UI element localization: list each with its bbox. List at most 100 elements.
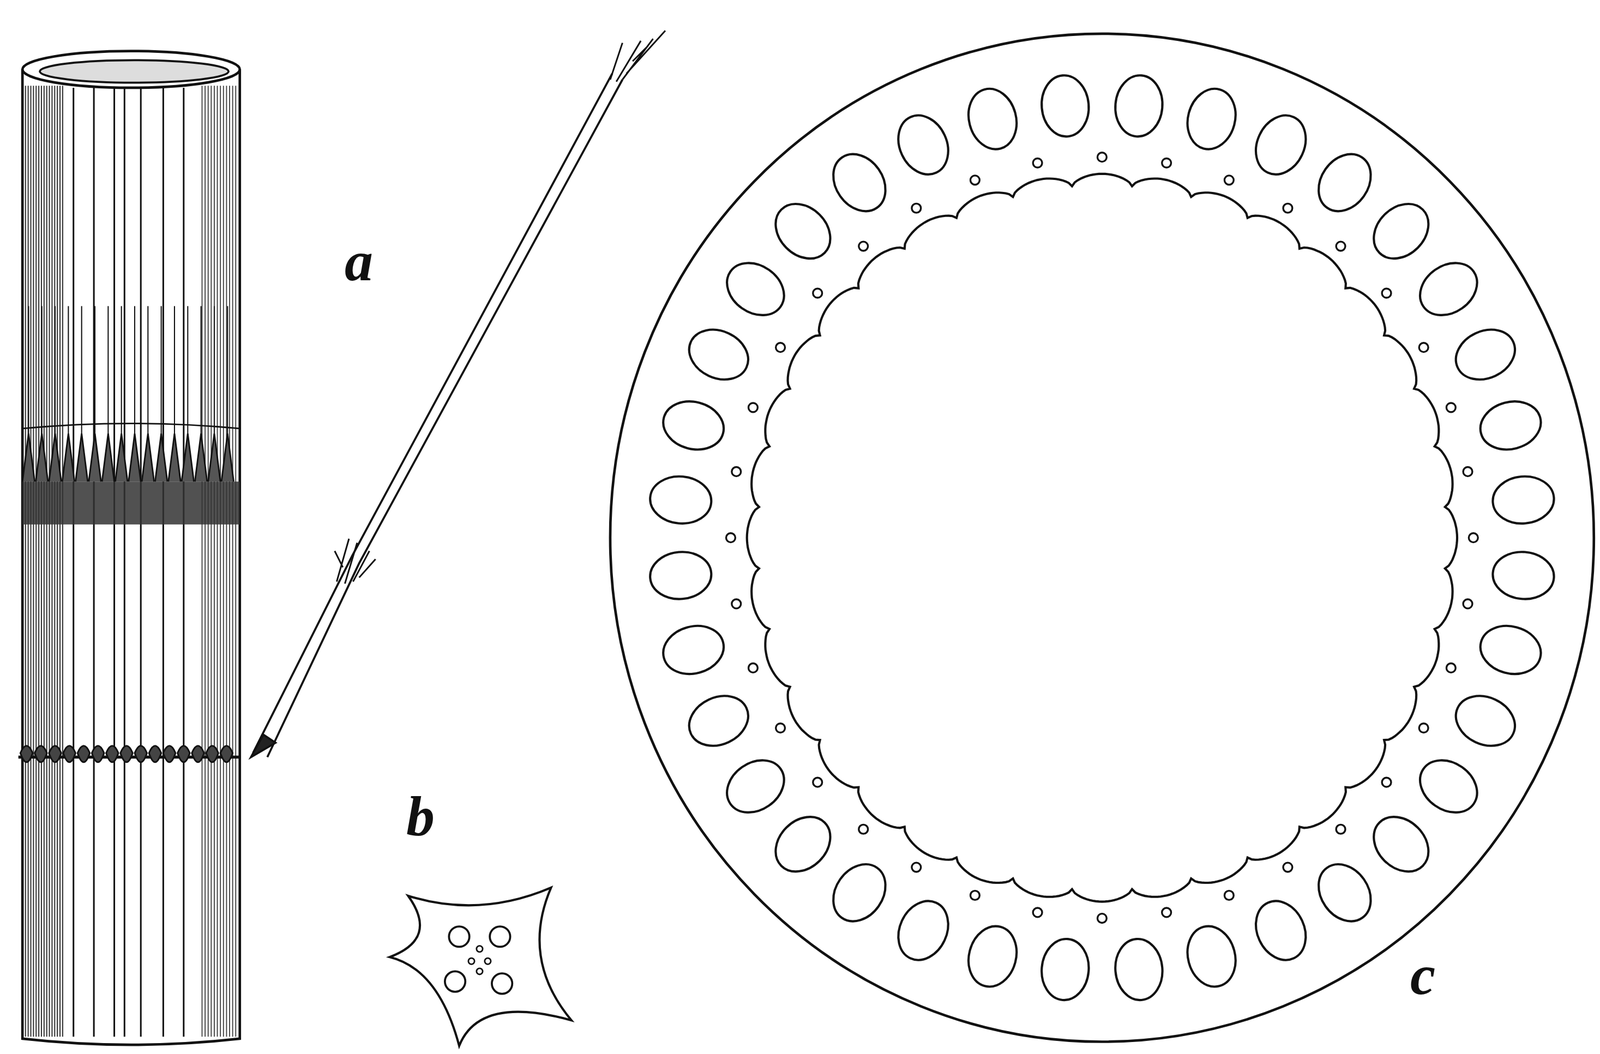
canal bbox=[448, 926, 469, 947]
carinal-canal bbox=[731, 466, 742, 477]
hatch-line bbox=[219, 85, 221, 1037]
tooth-line bbox=[41, 305, 43, 439]
carinal-canal bbox=[1032, 907, 1043, 918]
carinal-canal bbox=[911, 203, 922, 213]
tooth-line bbox=[200, 305, 202, 439]
tooth-line bbox=[147, 305, 149, 439]
vallecular-canal bbox=[648, 473, 714, 527]
sheath-tooth bbox=[128, 433, 141, 482]
hatch-line bbox=[38, 85, 40, 1037]
node-bead bbox=[148, 746, 161, 763]
hatch-line bbox=[213, 85, 215, 1037]
carinal-canal bbox=[1418, 343, 1429, 353]
tooth-line bbox=[173, 305, 176, 439]
carinal-canal bbox=[813, 777, 823, 787]
vallecular-canal bbox=[1475, 619, 1547, 681]
carinal-canal bbox=[1381, 777, 1392, 787]
vallecular-canal bbox=[822, 143, 896, 221]
bundle-dot bbox=[476, 946, 483, 953]
branch-base bbox=[250, 734, 276, 757]
hatch-line bbox=[27, 85, 29, 1037]
vallecular-canal bbox=[1246, 107, 1315, 183]
hatch-line bbox=[40, 85, 42, 1037]
hatch-line bbox=[25, 85, 27, 1037]
vallecular-canal bbox=[1113, 73, 1166, 139]
carinal-canal bbox=[776, 343, 786, 353]
branch-drawing bbox=[250, 30, 666, 757]
rib-line bbox=[113, 87, 116, 1037]
stem-top bbox=[22, 51, 240, 88]
hatch-line bbox=[217, 85, 219, 1037]
node-bead bbox=[34, 746, 47, 763]
stem-outline bbox=[22, 69, 240, 1045]
bundle-dot bbox=[468, 958, 475, 965]
vallecular-canal bbox=[657, 619, 730, 681]
sheath-tooth bbox=[181, 433, 194, 482]
vallecular-canal bbox=[1410, 252, 1488, 327]
node-bead bbox=[220, 746, 233, 763]
tooth-line bbox=[107, 305, 109, 439]
node-bead bbox=[134, 746, 147, 763]
sheath-tooth bbox=[115, 433, 128, 482]
sheath-tooth bbox=[49, 433, 62, 482]
branch-tip bbox=[610, 30, 666, 82]
figure-letter: c bbox=[1410, 946, 1436, 1004]
sheath-tooth bbox=[75, 433, 88, 482]
tooth-line bbox=[94, 305, 96, 439]
carinal-canal bbox=[970, 891, 980, 901]
carinal-canal bbox=[1283, 862, 1293, 872]
node-bead bbox=[63, 746, 76, 763]
node-bead bbox=[49, 746, 62, 763]
sheath-tooth bbox=[62, 433, 75, 482]
vallecular-canal bbox=[648, 549, 714, 603]
vallecular-canal bbox=[681, 686, 757, 755]
vallecular-canal bbox=[657, 394, 730, 456]
hatch-line bbox=[232, 85, 234, 1037]
carinal-canal bbox=[1381, 288, 1392, 298]
branch-line bbox=[253, 73, 613, 754]
stem-drawing bbox=[18, 51, 240, 1046]
node-bead bbox=[91, 746, 104, 763]
vallecular-canal bbox=[1113, 936, 1166, 1002]
sheath-tooth bbox=[141, 433, 154, 482]
vallecular-canal bbox=[1362, 805, 1440, 883]
carinal-canal bbox=[1162, 907, 1172, 918]
node-bead bbox=[177, 746, 190, 763]
tooth-line bbox=[27, 305, 29, 439]
branch-section bbox=[389, 887, 572, 1046]
carinal-canal bbox=[1336, 241, 1346, 251]
hatch-line bbox=[201, 85, 203, 1037]
sheath-tooth bbox=[221, 433, 234, 482]
vallecular-canal bbox=[1475, 394, 1547, 456]
hatch-line bbox=[62, 85, 64, 1037]
hatch-line bbox=[53, 85, 56, 1037]
hatch-line bbox=[29, 85, 32, 1037]
sheath-tooth bbox=[101, 433, 114, 482]
carinal-canal bbox=[748, 663, 759, 673]
vallecular-canal bbox=[764, 193, 841, 270]
hatch-line bbox=[223, 85, 225, 1037]
node-bead bbox=[163, 746, 176, 763]
vallecular-canal bbox=[1181, 921, 1243, 993]
node-bead bbox=[206, 746, 219, 763]
vallecular-canal bbox=[888, 107, 958, 183]
vallecular-canal bbox=[888, 892, 958, 968]
vallecular-canal bbox=[961, 921, 1024, 993]
carinal-canal bbox=[1224, 891, 1234, 901]
vallecular-canal bbox=[717, 252, 795, 327]
carinal-canal bbox=[1446, 402, 1456, 413]
vallecular-canal bbox=[1447, 320, 1524, 389]
rib-line bbox=[182, 87, 185, 1037]
tooth-line bbox=[121, 305, 123, 439]
vallecular-canal bbox=[1307, 143, 1382, 221]
hatch-line bbox=[56, 85, 58, 1037]
hatch-line bbox=[35, 85, 37, 1037]
figure-letter: b bbox=[406, 788, 435, 845]
hatch-line bbox=[225, 85, 227, 1037]
canal bbox=[491, 973, 513, 994]
carinal-canal bbox=[776, 723, 786, 733]
branch-line bbox=[267, 79, 623, 757]
carinal-canal bbox=[1446, 663, 1456, 673]
tooth-line bbox=[81, 305, 83, 439]
